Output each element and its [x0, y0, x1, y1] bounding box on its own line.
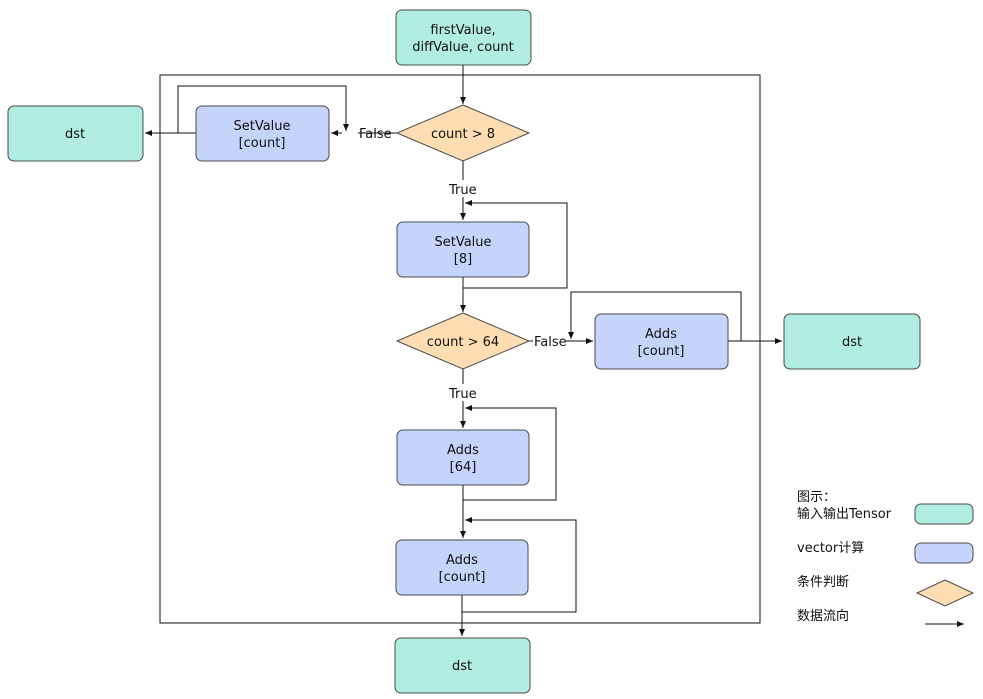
node-adds-count-bottom-line2: [count] [439, 570, 486, 585]
node-setvalue-8-line2: [8] [454, 252, 472, 267]
node-adds-count-bottom-line1: Adds [446, 553, 478, 568]
node-cond-count-gt-64-label: count > 64 [427, 335, 499, 350]
node-adds-count-right-line2: [count] [638, 344, 685, 359]
node-input-line2: diffValue, count [412, 40, 513, 55]
node-input-line1: firstValue, [430, 23, 495, 38]
loop-setvalue-8 [463, 200, 568, 289]
node-adds-count-bottom: Adds [count] [395, 539, 529, 596]
node-cond-count-gt-64: count > 64 [395, 312, 531, 370]
loop-frame [159, 74, 761, 624]
node-dst-right: dst [783, 313, 921, 370]
edge-label-false-2: False [534, 335, 567, 350]
node-input: firstValue, diffValue, count [395, 9, 532, 66]
node-adds-count-right: Adds [count] [594, 313, 729, 370]
node-setvalue-8: SetValue [8] [396, 221, 530, 278]
node-dst-right-label: dst [842, 335, 862, 350]
legend-flow-label: 数据流向 [797, 608, 849, 624]
loop-adds-64 [463, 405, 557, 501]
legend: 图示： 输入输出Tensor vector计算 条件判断 数据流向 [797, 490, 975, 627]
legend-cond-label: 条件判断 [797, 574, 849, 590]
legend-vector-swatch [914, 542, 974, 564]
node-adds-64-line1: Adds [447, 443, 479, 458]
legend-title: 图示： [797, 490, 836, 505]
legend-tensor-label: 输入输出Tensor [797, 506, 892, 522]
loop-adds-count-right [568, 291, 742, 341]
node-cond-count-gt-8-label: count > 8 [431, 127, 495, 142]
node-dst-left: dst [7, 105, 144, 162]
legend-tensor-swatch [914, 503, 974, 525]
node-setvalue-count-line1: SetValue [233, 119, 290, 134]
edge-label-true-2: True [448, 387, 477, 402]
node-cond-count-gt-8: count > 8 [395, 104, 531, 162]
node-adds-64-line2: [64] [450, 460, 477, 475]
node-adds-64: Adds [64] [396, 429, 530, 486]
edge-label-false-1: False [359, 127, 392, 142]
node-adds-count-right-line1: Adds [645, 327, 677, 342]
node-setvalue-8-line1: SetValue [434, 235, 491, 250]
node-setvalue-count: SetValue [count] [195, 105, 330, 162]
node-setvalue-count-line2: [count] [239, 136, 286, 151]
node-dst-bottom-label: dst [452, 659, 472, 674]
legend-cond-swatch [915, 579, 975, 607]
node-dst-left-label: dst [65, 127, 85, 142]
loop-adds-count-bottom [462, 517, 577, 613]
legend-vector-label: vector计算 [797, 541, 864, 556]
edge-label-true-1: True [448, 183, 477, 198]
node-dst-bottom: dst [394, 637, 531, 694]
